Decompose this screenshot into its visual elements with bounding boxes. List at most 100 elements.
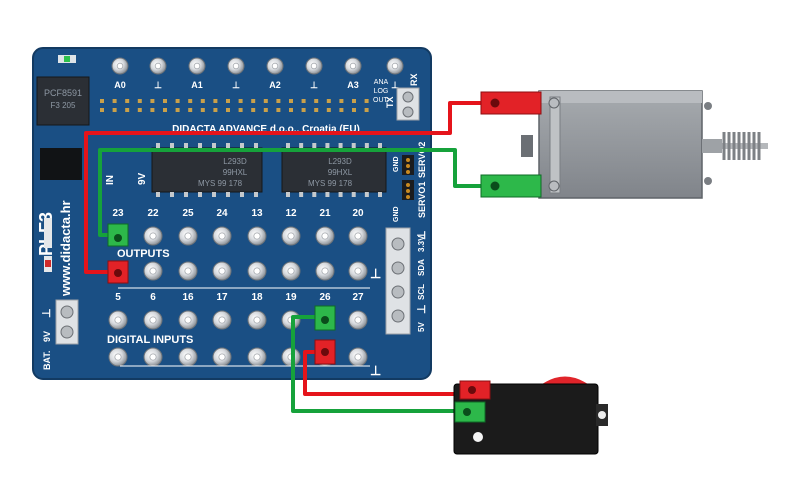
chip-leg [198, 192, 202, 197]
chip-leg [312, 192, 317, 197]
output-pad-18-hole [253, 267, 261, 275]
analog-pin-label-2: A1 [191, 80, 203, 90]
output-pin-label-25: 25 [182, 208, 194, 219]
i2c-connector: 3.3V SDA SCL 5V ⊥ ⊥ [385, 227, 428, 335]
output-pin-label-13: 13 [251, 208, 263, 219]
chip-leg [378, 143, 382, 148]
chip-leg [184, 143, 188, 148]
header-pin [125, 99, 130, 103]
i2c-ground-symbol: ⊥ [416, 230, 428, 240]
header-pin [125, 108, 130, 112]
outputs-ground-symbol: ⊥ [370, 266, 381, 281]
header-pin [112, 99, 117, 103]
servo1-gnd-label: GND [393, 206, 400, 222]
header-pin [175, 99, 180, 103]
bat-label: BAT. [42, 351, 52, 370]
header-pin [352, 108, 356, 112]
gpio-header-pins [100, 99, 369, 112]
driver2-line1: L293D [328, 157, 352, 166]
driver1-line3: MYS 99 178 [198, 179, 243, 188]
output-pad-12-hole [287, 232, 295, 240]
plug-green-out23-hole [114, 234, 122, 242]
header-pin [150, 108, 155, 112]
header-pin [314, 99, 319, 103]
driver1-line1: L293D [223, 157, 247, 166]
header-pin [301, 99, 306, 103]
chip-leg [312, 143, 317, 148]
input-pad-bottom-7-hole [354, 353, 362, 361]
pi-f3-board: PCF8591 F3 205 A0⊥A1⊥A2⊥A3⊥ ANA LOG OUT.… [32, 47, 432, 380]
output-pin-label-17: 17 [216, 292, 228, 303]
analog-pin-label-1: ⊥ [154, 80, 162, 90]
output-pad-13-hole [253, 232, 261, 240]
chip-leg [156, 143, 160, 148]
power-in-label: IN [105, 175, 116, 185]
chip-leg [170, 192, 174, 197]
header-pin [112, 108, 117, 112]
output-pin-label-20: 20 [352, 208, 364, 219]
chip-leg [299, 143, 304, 148]
driver2-line2: 99HXL [328, 168, 353, 177]
header-pin [188, 108, 193, 112]
bat-9v-label: 9V [42, 331, 52, 342]
header-pin [339, 99, 344, 103]
output-pin-label-24: 24 [216, 208, 228, 219]
chip-leg [364, 192, 369, 197]
switch-side-pin [598, 411, 606, 419]
output-pad-21-hole [321, 232, 329, 240]
input-pad-bottom-2-hole [184, 353, 192, 361]
analog-pad-1-hole [154, 62, 162, 70]
battery-connector: ⊥ 9V BAT. [41, 299, 79, 370]
chip-leg [240, 192, 244, 197]
uart-connector: RX TX [385, 73, 420, 121]
output-pin-label-22: 22 [147, 208, 159, 219]
log-label: LOG [374, 88, 389, 95]
output-pad-22-hole [149, 232, 157, 240]
chip-leg [286, 143, 290, 148]
output-pin-label-23: 23 [112, 208, 124, 219]
header-pin [238, 108, 243, 112]
solenoid-screw-top [704, 102, 712, 110]
solenoid [480, 90, 768, 199]
chip-leg [364, 143, 369, 148]
analog-header [111, 57, 404, 75]
header-pin [137, 99, 142, 103]
analog-pad-6-hole [349, 62, 357, 70]
analog-pad-2-hole [193, 62, 201, 70]
header-pin [364, 108, 369, 112]
input-pad-bottom-4-hole [253, 353, 261, 361]
header-pin [251, 99, 256, 103]
header-pin [200, 99, 205, 103]
chip-leg [212, 192, 216, 197]
analog-pin-label-3: ⊥ [232, 80, 240, 90]
solenoid-plunger-back [521, 135, 533, 157]
solenoid-plunger [702, 139, 722, 153]
board-pcb [32, 47, 432, 380]
servo-headers: SERVO2 SERVO1 GND GND [393, 142, 427, 222]
solenoid-screw-bottom [704, 177, 712, 185]
input-pad-bottom-0-hole [114, 353, 122, 361]
header-pin [100, 108, 104, 112]
output-pad-20-hole [354, 232, 362, 240]
motor-driver-1: L293D 99HXL MYS 99 178 [151, 147, 263, 193]
header-pin [251, 108, 256, 112]
output-pad-6-hole [149, 267, 157, 275]
solenoid-top-edge [539, 91, 702, 103]
chip-leg [170, 143, 174, 148]
header-pin [175, 108, 180, 112]
solenoid-terminal-green [480, 174, 542, 198]
output-pad-26-hole [321, 267, 329, 275]
spring-icon [722, 132, 768, 160]
push-button-switch [453, 376, 608, 455]
switch-terminal-red-hole [468, 386, 476, 394]
analog-pad-7-hole [391, 62, 399, 70]
analog-pin-label-7: ⊥ [391, 80, 399, 90]
analog-pin-label-5: ⊥ [310, 80, 318, 90]
switch-terminal-green-hole [463, 408, 471, 416]
bat-ground-symbol: ⊥ [41, 308, 53, 318]
output-pin-label-19: 19 [285, 292, 297, 303]
analog-pin-label-6: A3 [347, 80, 359, 90]
header-pin [276, 108, 281, 112]
servo2-label: SERVO2 [417, 142, 427, 178]
